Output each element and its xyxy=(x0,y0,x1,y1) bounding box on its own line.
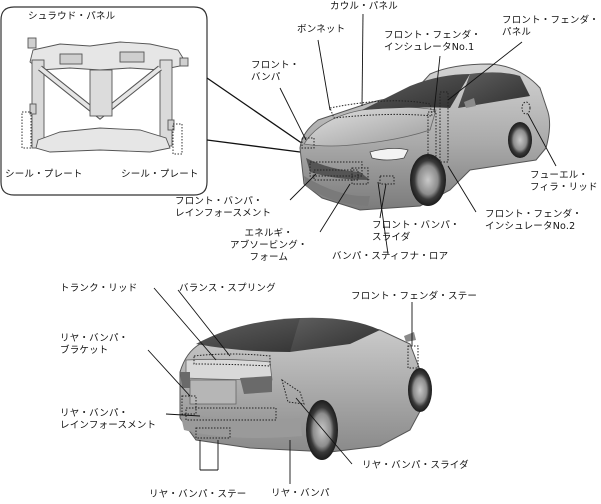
inset-panel xyxy=(0,6,208,196)
seal-plate-left-marker xyxy=(21,111,32,149)
label-balance-spring: バランス・スプリング xyxy=(179,283,276,294)
front-car xyxy=(299,63,551,211)
label-front-fender-insulator-1: フロント・フェンダ・ インシュレータNo.1 xyxy=(384,30,482,53)
label-rear-bumper: リヤ・バンパ xyxy=(271,488,330,499)
label-bumper-stiffener-lower: バンパ・スティフナ・ロア xyxy=(332,251,449,262)
label-rear-bumper-reinforcement: リヤ・バンパ・ レインフォースメント xyxy=(60,408,157,431)
label-front-fender-insulator-2: フロント・フェンダ・ インシュレータNo.2 xyxy=(485,209,583,232)
label-front-fender-panel: フロント・フェンダ・ パネル xyxy=(502,15,600,38)
label-trunk-lid: トランク・リッド xyxy=(60,283,138,294)
label-rear-bumper-slider: リヤ・バンパ・スライダ xyxy=(362,460,469,471)
rear-car xyxy=(179,317,432,460)
label-seal-plate-left: シール・プレート xyxy=(5,169,83,180)
label-shroud-panel: シュラウド・パネル xyxy=(28,11,116,22)
label-rear-bumper-stay: リヤ・バンパ・ステー xyxy=(149,489,247,500)
label-fuel-filler-lid: フューエル・ フィラ・リッド xyxy=(530,170,598,193)
label-front-bumper: フロント・ バンパ xyxy=(251,60,300,83)
label-front-bumper-slider: フロント・バンパ・ スライダ xyxy=(372,220,460,243)
label-energy-absorbing-foam: エネルギ・ アブソービング・ フォーム xyxy=(230,228,308,263)
label-front-bumper-reinforcement: フロント・バンパ・ レインフォースメント xyxy=(175,196,272,219)
label-bonnet: ボンネット xyxy=(297,24,346,35)
label-front-fender-stay: フロント・フェンダ・ステー xyxy=(351,291,478,302)
shroud-panel-drawing xyxy=(27,37,189,153)
seal-plate-right-marker xyxy=(172,123,183,155)
label-cowl-panel: カウル・パネル xyxy=(330,1,398,12)
label-rear-bumper-bracket: リヤ・バンパ・ ブラケット xyxy=(60,333,129,356)
label-seal-plate-right: シール・プレート xyxy=(121,169,199,180)
